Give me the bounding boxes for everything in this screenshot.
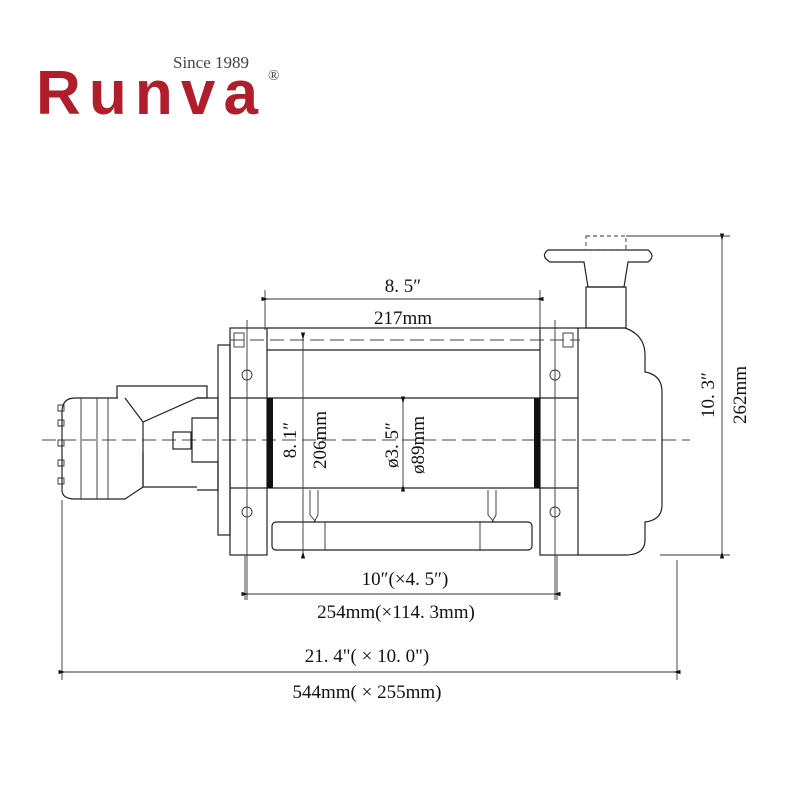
dimension-drum-diameter: ø3. 5″ ø89mm xyxy=(382,396,429,492)
flange-dia-in: 8. 1″ xyxy=(280,422,301,458)
registered-mark: ® xyxy=(268,68,279,84)
gear-housing xyxy=(543,235,730,556)
height-mm: 262mm xyxy=(730,366,751,424)
drum xyxy=(230,327,580,489)
hydraulic-motor xyxy=(57,385,219,680)
mounting-bolts xyxy=(241,320,561,600)
brand-logo: Since 1989 ® Runva xyxy=(36,53,279,128)
mount-mm: 254mm(×114. 3mm) xyxy=(317,602,475,623)
brand-tagline: Since 1989 xyxy=(173,53,249,72)
overall-in: 21. 4"( × 10. 0") xyxy=(305,646,429,667)
dimension-drum-length: 8. 5″ 217mm xyxy=(261,276,544,330)
brand-name: Runva xyxy=(36,59,259,128)
dimension-flange-diameter: 8. 1″ 206mm xyxy=(280,332,331,559)
dimension-height: 10. 3″ 262mm xyxy=(698,233,751,559)
right-end-plate xyxy=(539,327,579,556)
drum-dia-in: ø3. 5″ xyxy=(382,422,403,468)
drum-dia-mm: ø89mm xyxy=(408,416,429,474)
left-end-plate xyxy=(217,327,268,556)
tension-roller xyxy=(271,490,533,551)
drum-length-in: 8. 5″ xyxy=(385,276,421,297)
flange-dia-mm: 206mm xyxy=(310,411,331,469)
mount-in: 10″(×4. 5″) xyxy=(362,569,449,590)
dimension-mounting: 10″(×4. 5″) 254mm(×114. 3mm) xyxy=(241,555,561,623)
overall-mm: 544mm( × 255mm) xyxy=(293,682,442,703)
height-in: 10. 3″ xyxy=(698,372,719,418)
dimension-overall: 21. 4"( × 10. 0") 544mm( × 255mm) xyxy=(58,560,681,703)
drum-length-mm: 217mm xyxy=(374,308,432,329)
